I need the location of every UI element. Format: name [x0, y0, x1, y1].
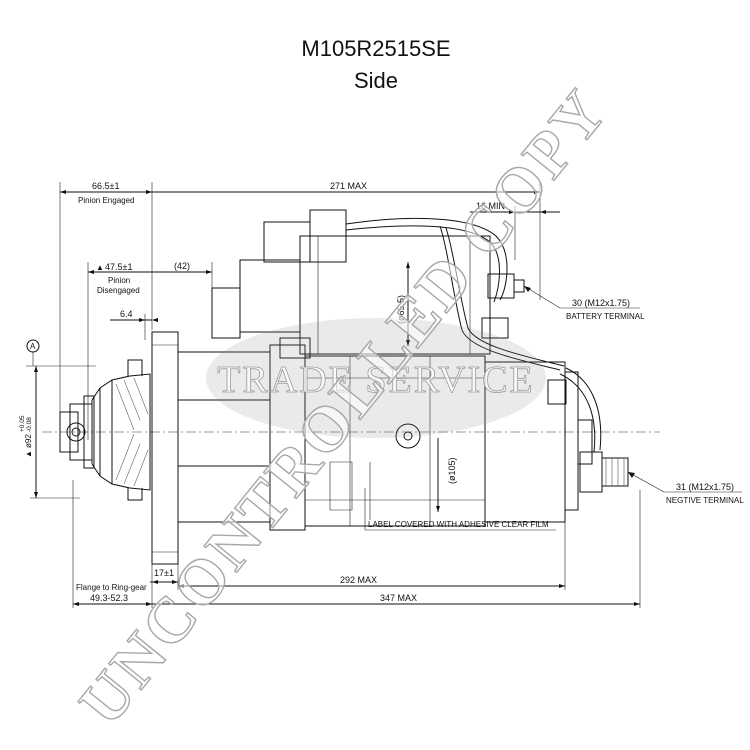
watermark: TRADE SERVICE UNCONTROLLED COPY — [65, 74, 622, 739]
watermark-diagonal-text: UNCONTROLLED COPY — [65, 75, 621, 738]
dim-6-4: 6.4 — [120, 309, 133, 319]
mounting-flange — [151, 331, 179, 565]
top-dimensions: 66.5±1 Pinion Engaged 271 MAX 16 MIN ▲ 4… — [59, 181, 560, 440]
dim-flange-thickness: 17±1 — [154, 568, 174, 578]
negative-terminal-label: NEGTIVE TERMINAL — [666, 496, 744, 505]
part-number-title: M105R2515SE — [301, 36, 450, 61]
dia-pilot-marker: ▲ — [24, 450, 33, 458]
label-pinion-engaged: Pinion Engaged — [78, 196, 135, 205]
dim-pinion-engaged: 66.5±1 — [92, 181, 119, 191]
dim-overall-271: 271 MAX — [330, 181, 367, 191]
dim-ref-42: (42) — [174, 261, 190, 271]
dia-pilot: ø92 — [24, 434, 33, 448]
label-pinion-2: Disengaged — [97, 286, 140, 295]
dim-347: 347 MAX — [380, 593, 417, 603]
dia-105: (ø105) — [447, 457, 457, 484]
label-flange-to-ring-gear: Flange to Ring-gear — [76, 583, 147, 592]
pilot-diameter: ▲ ø92 +0.05 -0.08 — [19, 366, 80, 499]
watermark-logo-ellipse — [206, 318, 546, 438]
bottom-dimensions: 17±1 292 MAX Flange to Ring-gear 49.3-52… — [72, 480, 641, 608]
dia-pilot-tol-upper: +0.05 — [19, 415, 26, 432]
label-pinion-1: Pinion — [108, 276, 130, 285]
wiring-harness — [345, 217, 629, 493]
watermark-logo-text: TRADE SERVICE — [217, 359, 534, 401]
dim-flange-to-ring-gear: 49.3-52.3 — [90, 593, 128, 603]
label-note-callout: LABEL COVERED WITH ADHESIVE CLEAR FILM — [364, 488, 556, 531]
dia-65-5: (ø65.5) — [396, 295, 406, 324]
negative-terminal-callout: 31 (M12x1.75) NEGTIVE TERMINAL — [627, 471, 744, 505]
dim-292: 292 MAX — [340, 575, 377, 585]
battery-terminal-callout: 30 (M12x1.75) BATTERY TERMINAL — [523, 285, 645, 321]
svg-text:A: A — [30, 342, 36, 351]
body-diameters: (ø65.5) (ø105) — [396, 262, 457, 512]
datum-a-marker: A — [26, 339, 96, 367]
battery-terminal-size: 30 (M12x1.75) — [572, 298, 630, 308]
motor-body — [178, 344, 593, 531]
label-note-text: LABEL COVERED WITH ADHESIVE CLEAR FILM — [368, 520, 549, 529]
dim-16-min: 16 MIN — [476, 201, 505, 211]
battery-terminal-label: BATTERY TERMINAL — [566, 312, 645, 321]
delta-marker: ▲ — [96, 263, 104, 272]
pinion-assembly — [59, 359, 151, 501]
negative-terminal-size: 31 (M12x1.75) — [676, 482, 734, 492]
dim-pinion-disengaged: 47.5±1 — [105, 262, 132, 272]
dia-pilot-tol-lower: -0.08 — [26, 417, 33, 432]
view-title: Side — [354, 68, 398, 93]
solenoid — [211, 209, 491, 359]
